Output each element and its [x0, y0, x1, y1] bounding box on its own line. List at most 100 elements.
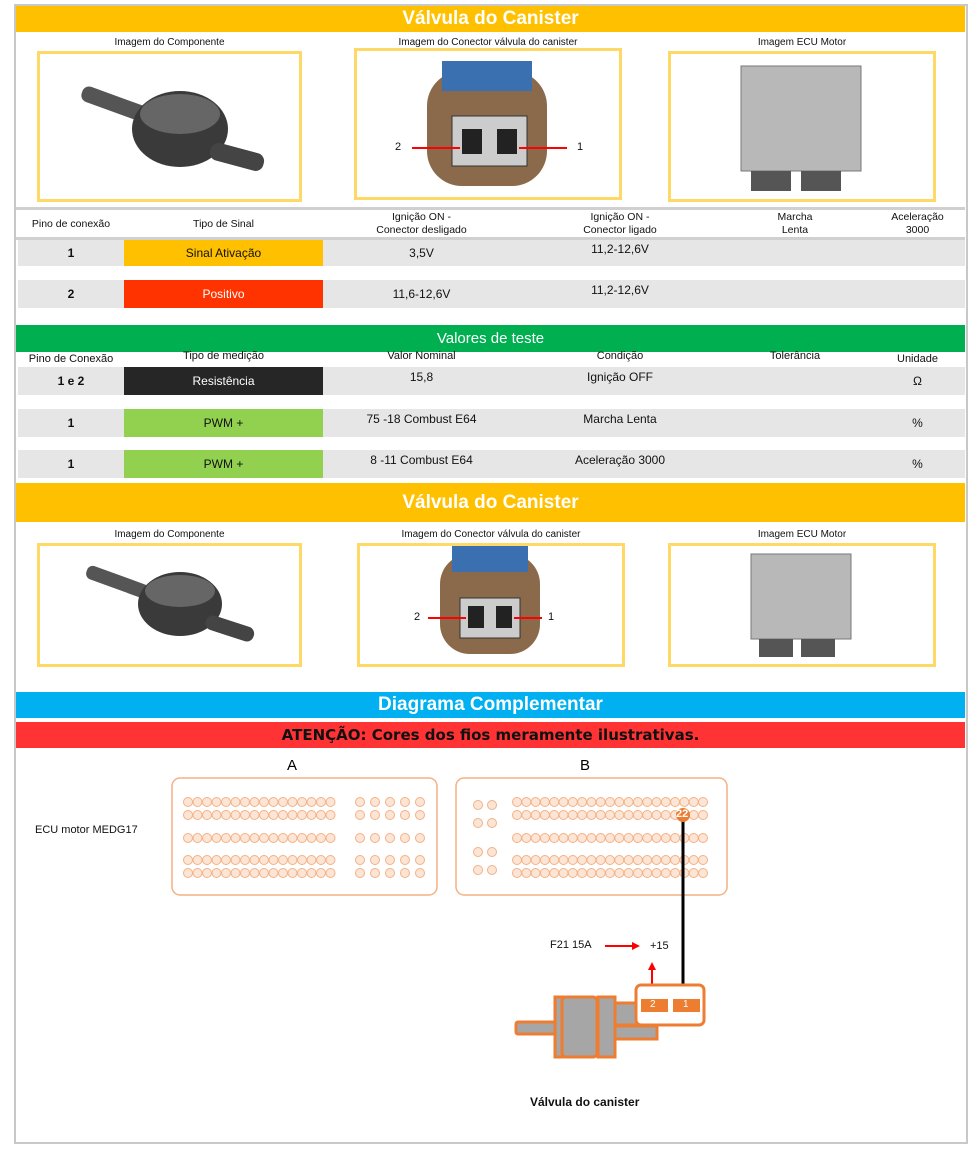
connector-pin — [400, 810, 410, 820]
connector-pin — [586, 855, 597, 865]
connector-pin — [287, 833, 298, 843]
pin-cell: 1 e 2 — [57, 373, 85, 388]
connector-pin — [325, 868, 336, 878]
column-header: Valor Nominal — [387, 350, 456, 362]
connector-pin — [249, 833, 260, 843]
connector-pin — [623, 797, 634, 807]
connector-pin — [259, 868, 269, 878]
connector-pin — [530, 797, 541, 807]
measurement-type-cell: Resistência — [124, 367, 323, 395]
connector-pin — [577, 868, 588, 878]
connector-pin — [549, 855, 560, 865]
connector-pin — [183, 868, 193, 878]
connector-pin — [385, 810, 395, 820]
condition-cell: Aceleração 3000 — [574, 452, 666, 467]
connector-pin — [549, 833, 560, 843]
connector-pin — [306, 855, 317, 865]
connector-pin — [530, 833, 541, 843]
connector-pin — [623, 810, 634, 820]
ignition-on-cell: 11,2-12,6V — [591, 241, 649, 256]
condition-cell: Marcha Lenta — [583, 411, 657, 426]
connector-pin — [487, 847, 497, 857]
connector-photo-icon — [428, 546, 542, 654]
connector-pin — [487, 818, 497, 828]
connector-pin — [558, 855, 569, 865]
connector-pin — [623, 855, 634, 865]
connector-pin — [221, 797, 231, 807]
connector-pin — [240, 810, 250, 820]
connector-pin — [230, 868, 241, 878]
connector-pin — [316, 810, 326, 820]
connector-pin — [230, 810, 241, 820]
connector-pin — [415, 810, 425, 820]
connector-pin — [268, 855, 279, 865]
connector-pin — [415, 855, 425, 865]
connector-pins — [183, 797, 708, 878]
connector-pin — [670, 855, 681, 865]
connector-pin — [183, 810, 193, 820]
connector-pin — [651, 855, 662, 865]
connector-pin — [577, 833, 588, 843]
connector-pin — [202, 797, 212, 807]
connector-pin — [192, 833, 203, 843]
column-header: Pino de Conexão — [28, 353, 114, 365]
connector-pin — [192, 810, 203, 820]
connector-pin — [688, 810, 699, 820]
ecu-connector-b — [455, 777, 728, 896]
connector-pin — [268, 810, 279, 820]
connector-pin — [278, 833, 288, 843]
valve-pin-2: 2 — [650, 999, 656, 1010]
column-header: Aceleração 3000 — [891, 211, 944, 236]
connector-pin — [306, 797, 317, 807]
divider — [16, 237, 965, 240]
connector-pin — [287, 810, 298, 820]
connector-pin — [202, 810, 212, 820]
connector-pin — [521, 833, 532, 843]
connector-pin — [698, 797, 708, 807]
connector-pin — [211, 797, 222, 807]
image-label: Imagem ECU Motor — [757, 37, 847, 48]
column-header: Tolerância — [769, 350, 821, 362]
connector-pin — [558, 868, 569, 878]
connector-pin — [595, 868, 606, 878]
connector-pin — [400, 797, 410, 807]
connector-pin — [698, 868, 708, 878]
connector-pin — [605, 868, 615, 878]
measurement-type-cell: PWM + — [124, 450, 323, 478]
connector-pin — [211, 868, 222, 878]
connector-pin — [558, 833, 569, 843]
connector-pin — [549, 810, 560, 820]
component-image — [37, 543, 302, 667]
connector-pin — [268, 797, 279, 807]
connector-pin — [278, 810, 288, 820]
ignition-off-cell: 11,6-12,6V — [392, 286, 451, 301]
valve-pin-block — [641, 999, 668, 1012]
signal-type-cell: Positivo — [124, 280, 323, 308]
connector-pin — [688, 855, 699, 865]
column-header: Tipo de medição — [183, 350, 264, 362]
nominal-value-cell: 8 -11 Combust E64 — [370, 452, 473, 467]
connector-pin — [415, 797, 425, 807]
connector-pin — [355, 855, 365, 865]
connector-pin — [688, 797, 699, 807]
connector-pin — [240, 833, 250, 843]
connector-pin — [549, 868, 560, 878]
connector-pin — [325, 833, 336, 843]
connector-pin — [698, 855, 708, 865]
connector-pin — [400, 833, 410, 843]
connector-pin — [202, 868, 212, 878]
connector-pin — [660, 855, 671, 865]
connector-pin — [670, 833, 681, 843]
connector-pin — [400, 855, 410, 865]
connector-pin — [660, 833, 671, 843]
connector-pin — [297, 833, 307, 843]
connector-pin — [211, 833, 222, 843]
connector-pin — [577, 810, 588, 820]
connector-pin — [221, 833, 231, 843]
connector-pin — [297, 810, 307, 820]
connector-pin — [521, 810, 532, 820]
image-label: Imagem ECU Motor — [757, 529, 847, 540]
connector-image: 2 1 — [354, 48, 622, 200]
connector-pin — [183, 855, 193, 865]
